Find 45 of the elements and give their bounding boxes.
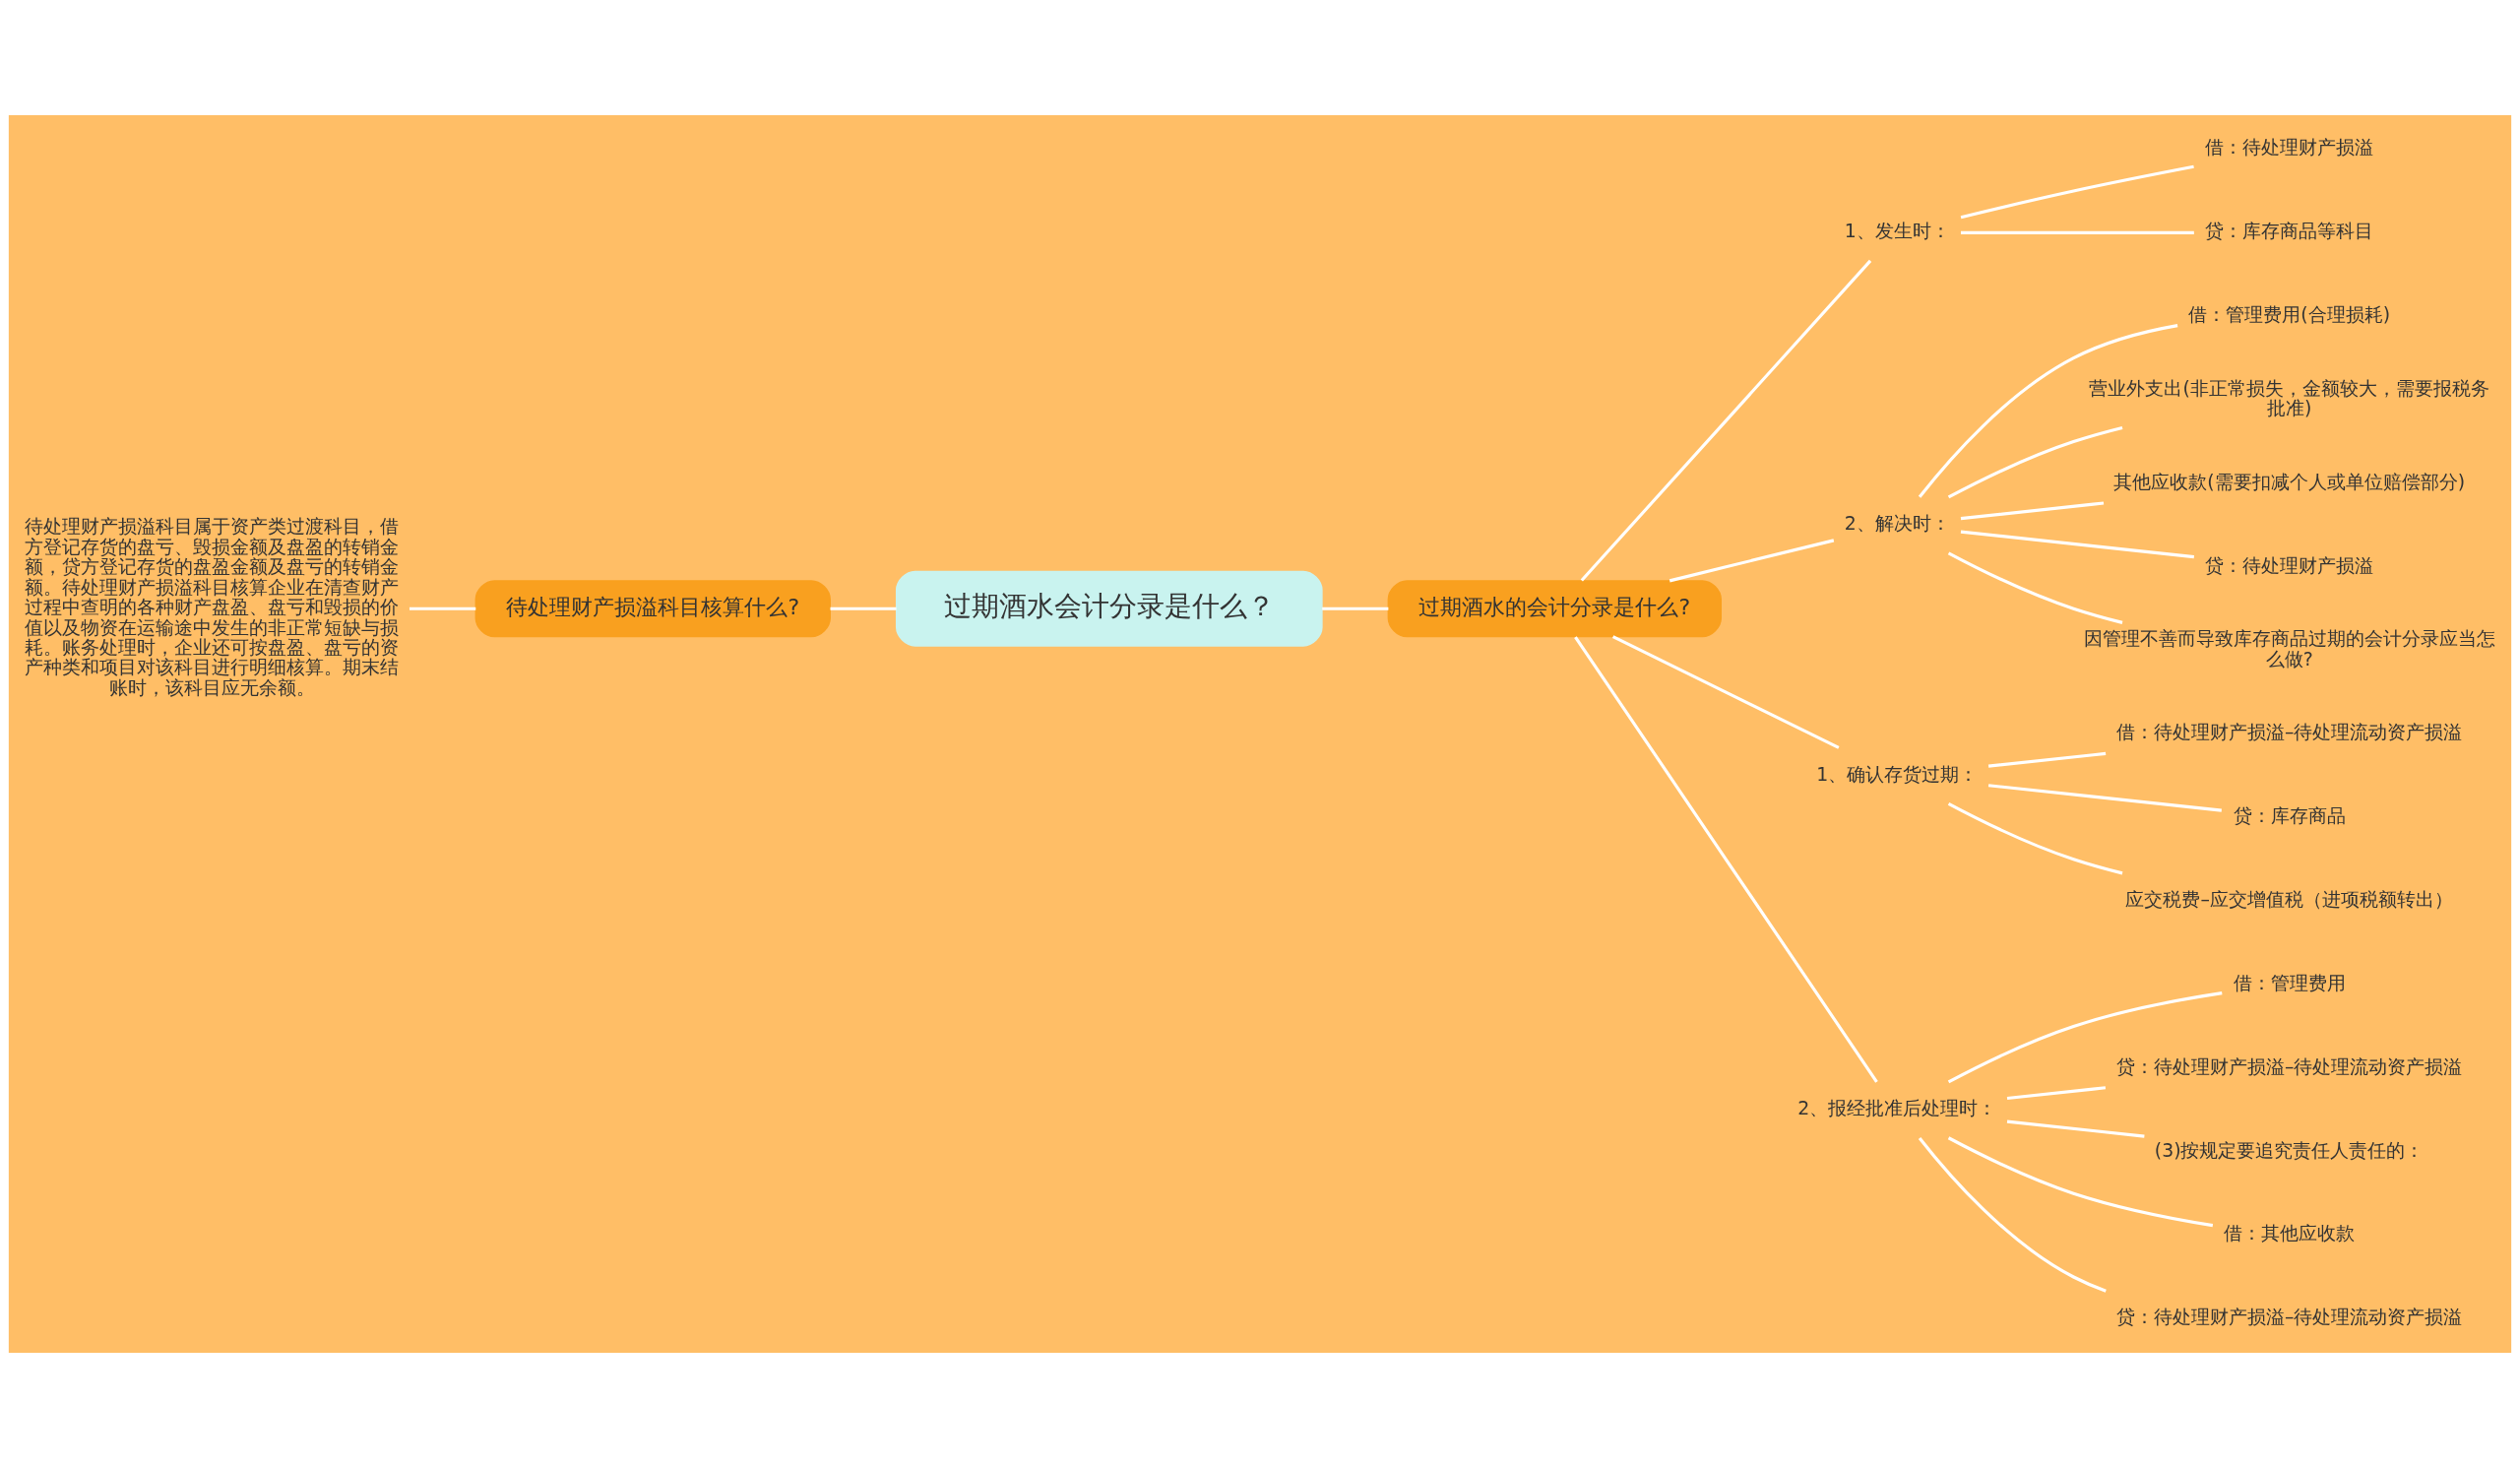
node-text: 1、确认存货过期： xyxy=(1816,763,1979,785)
node-text: (3)按规定要追究责任人责任的： xyxy=(2154,1139,2425,1161)
connector xyxy=(1960,500,2105,520)
connector xyxy=(1961,230,2194,234)
node-text: 借：待处理财产损溢 xyxy=(2205,136,2374,158)
node-text: 借：管理费用 xyxy=(2233,972,2346,993)
node-text: 2、解决时： xyxy=(1844,512,1950,534)
node-text: 贷：待处理财产损溢–待处理流动资产损溢 xyxy=(2115,1055,2463,1077)
node-text: 应交税费–应交增值税（进项税额转出） xyxy=(2125,888,2453,910)
connector xyxy=(1960,164,2194,219)
connector xyxy=(1918,1136,2107,1293)
connector xyxy=(1947,550,2123,624)
node-text: 贷：待处理财产损溢–待处理流动资产损溢 xyxy=(2115,1306,2463,1327)
connector xyxy=(1580,259,1872,582)
node-text: 贷：库存商品等科目 xyxy=(2205,220,2374,241)
node-box: 待处理财产损溢科目核算什么? xyxy=(474,579,831,637)
connector xyxy=(1947,1135,2214,1227)
connector xyxy=(1611,634,1840,749)
connector xyxy=(1947,801,2123,874)
connector xyxy=(1918,323,2178,498)
node-text: 借：待处理财产损溢–待处理流动资产损溢 xyxy=(2115,721,2463,742)
node-text: 待处理财产损溢科目属于资产类过渡科目，借方登记存货的盘亏、毁损金额及盘盈的转销金额，贷方登记存货的盘盈金额及盘亏的转销金额。待处理财产损溢科目核算企业在清查财产过程中查明的各种财产盘盈、盘亏和毁损的价值以及物资在运输途中发生的非正常短缺与损耗。账务处理时，企业还可按盘盈、盘亏的资产种类和项目对该科目进行明细核算。期末结账时，该科目应无余额。 xyxy=(25,515,400,698)
node-text: 1、发生时： xyxy=(1844,220,1950,241)
connector xyxy=(409,606,476,610)
node-text: 营业外支出(非正常损失，金额较大，需要报税务批准) xyxy=(2089,377,2489,418)
node-box: 过期酒水会计分录是什么？ xyxy=(895,570,1323,647)
connector xyxy=(1322,606,1389,610)
connector xyxy=(830,606,897,610)
connector xyxy=(1574,635,1878,1083)
connector xyxy=(1960,530,2194,558)
node-text: 因管理不善而导致库存商品过期的会计分录应当怎么做? xyxy=(2083,627,2495,670)
connector xyxy=(1987,751,2107,768)
connector xyxy=(2006,1085,2107,1100)
node-text: 2、报经批准后处理时： xyxy=(1797,1097,1997,1118)
connector xyxy=(1947,990,2223,1083)
node-text: 其他应收款(需要扣减个人或单位赔偿部分) xyxy=(2113,471,2466,492)
node-text: 贷：待处理财产损溢 xyxy=(2205,554,2374,576)
connector xyxy=(1987,783,2222,812)
connector xyxy=(1947,425,2123,498)
connector xyxy=(2006,1119,2145,1138)
node-text: 借：管理费用(合理损耗) xyxy=(2188,303,2391,325)
node-text: 贷：库存商品 xyxy=(2233,804,2346,826)
node-text: 借：其他应收款 xyxy=(2224,1222,2356,1244)
node-box: 过期酒水的会计分录是什么? xyxy=(1387,579,1722,637)
connector xyxy=(1669,538,1835,582)
